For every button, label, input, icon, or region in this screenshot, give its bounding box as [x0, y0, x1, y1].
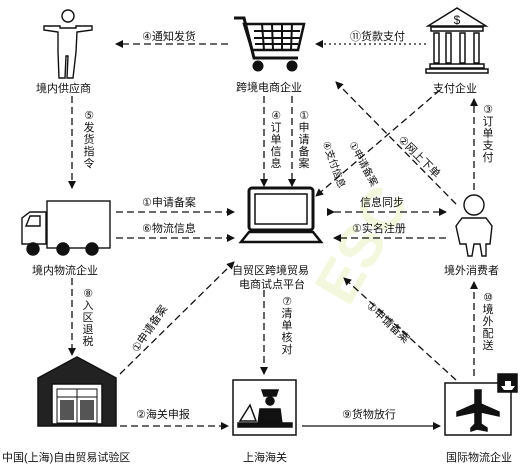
- label-notify-ship: ④通知发货: [142, 31, 196, 43]
- arrow-pay-info: [315, 89, 441, 197]
- label-apply-record-b: ①申请备案: [142, 197, 196, 209]
- label-pay-goods: ⑪货款支付: [350, 31, 405, 43]
- node-payment: 支付企业: [433, 83, 477, 95]
- supplier-person-icon: [43, 9, 93, 79]
- label-realname: ①实名注册: [352, 223, 406, 235]
- arrow-apply-record-d: [119, 261, 235, 375]
- label-info-sync: 信息同步: [360, 197, 404, 209]
- node-logistics: 境内物流企业: [32, 265, 98, 277]
- label-logistics-info: ⑥物流信息: [142, 223, 196, 235]
- svg-text:$: $: [454, 13, 461, 27]
- node-platform-line1: 自贸区跨境贸易: [232, 265, 309, 277]
- airplane-icon: [444, 373, 518, 436]
- node-ecommerce: 跨境电商企业: [236, 82, 302, 94]
- label-goods-release: ⑨货物放行: [342, 409, 396, 421]
- truck-icon: [21, 200, 111, 256]
- node-consumer: 境外消费者: [444, 265, 499, 277]
- consumer-person-icon: [455, 194, 493, 257]
- node-ftz: 中国(上海)自由贸易试验区: [2, 452, 131, 464]
- shopping-cart-icon: [234, 16, 306, 72]
- arrows: [68, 40, 478, 430]
- laptop-icon: [238, 186, 324, 244]
- node-platform-line2: 电商试点平台: [239, 279, 305, 291]
- arrow-online-order: [335, 81, 457, 205]
- bank-icon: $: [425, 7, 489, 74]
- node-customs: 上海海关: [243, 452, 287, 464]
- node-supplier: 境内供应商: [36, 83, 91, 95]
- node-intl-logistics: 国际物流企业: [446, 452, 512, 464]
- customs-officer-icon: [232, 379, 297, 436]
- label-customs-declare: ②海关申报: [136, 409, 190, 421]
- warehouse-icon: [37, 356, 117, 427]
- arrow-apply-record-e: [343, 277, 457, 381]
